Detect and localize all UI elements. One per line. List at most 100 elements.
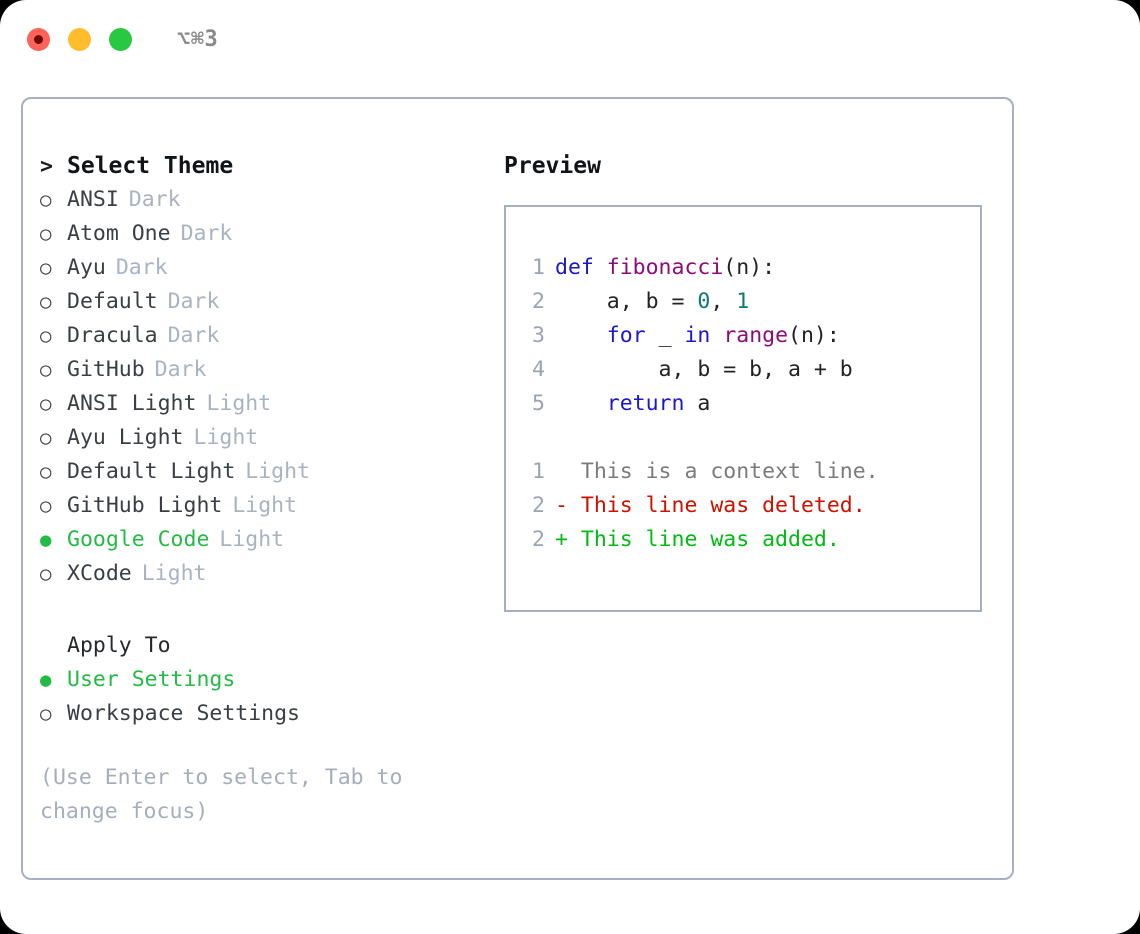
apply-to-heading-row: ○ Apply To	[40, 629, 503, 663]
line-number: 5	[532, 391, 545, 416]
theme-name: Default Light	[67, 459, 236, 484]
maximize-button-icon[interactable]	[109, 27, 132, 51]
window-title: ⌥⌘3	[177, 26, 219, 52]
spacer	[521, 421, 980, 455]
code-token: range	[723, 323, 789, 348]
code-line: 4 a, b = b, a + b	[521, 353, 980, 387]
theme-name: Dracula	[67, 323, 158, 348]
apply-to-list: ● User Settings ○ Workspace Settings	[40, 663, 503, 731]
theme-variant-tag: Dark	[167, 323, 220, 348]
radio-unselected-icon[interactable]: ○	[40, 359, 52, 381]
theme-list-item[interactable]: ○ Dracula Dark	[40, 319, 503, 353]
code-token: return	[606, 391, 685, 416]
diff-preview: 1 This is a context line.2- This line wa…	[521, 455, 980, 557]
theme-variant-tag: Light	[232, 493, 298, 518]
radio-unselected-icon[interactable]: ○	[40, 257, 52, 279]
apply-to-option[interactable]: ○ Workspace Settings	[40, 697, 503, 731]
theme-variant-tag: Light	[219, 527, 285, 552]
code-token: def	[555, 255, 607, 280]
code-token	[710, 323, 723, 348]
diff-line: 2- This line was deleted.	[521, 489, 980, 523]
radio-unselected-icon[interactable]: ○	[40, 495, 52, 517]
code-token: fibonacci	[606, 255, 724, 280]
blank-marker-icon: ○	[40, 629, 67, 663]
theme-list-item[interactable]: ○ Default Dark	[40, 285, 503, 319]
diff-sign	[555, 459, 581, 484]
radio-unselected-icon[interactable]: ○	[40, 223, 52, 245]
apply-to-label-text: User Settings	[67, 667, 236, 692]
line-number: 4	[532, 357, 545, 382]
diff-sign: +	[555, 527, 581, 552]
code-token: a	[684, 391, 711, 416]
page-title: Select Theme	[67, 153, 234, 179]
diff-line: 1 This is a context line.	[521, 455, 980, 489]
code-token: ,	[710, 289, 737, 314]
code-token: _	[645, 323, 685, 348]
keyboard-hint: (Use Enter to select, Tab to change focu…	[40, 765, 403, 824]
line-number: 3	[532, 323, 545, 348]
theme-list-item[interactable]: ○ GitHub Dark	[40, 353, 503, 387]
diff-sign: -	[555, 493, 581, 518]
theme-variant-tag: Light	[206, 391, 272, 416]
apply-to-label-text: Workspace Settings	[67, 701, 300, 726]
theme-list-item[interactable]: ● Google Code Light	[40, 523, 503, 557]
theme-name: Default	[67, 289, 158, 314]
apply-to-option[interactable]: ● User Settings	[40, 663, 503, 697]
spacer	[40, 591, 503, 629]
radio-unselected-icon[interactable]: ○	[40, 291, 52, 313]
diff-text: This line was added.	[580, 527, 840, 552]
code-token: 0	[697, 289, 711, 314]
apply-to-label: Apply To	[67, 633, 171, 658]
code-line: 2 a, b = 0, 1	[521, 285, 980, 319]
theme-name: ANSI	[67, 187, 119, 212]
line-number: 2	[532, 289, 545, 314]
theme-list-item[interactable]: ○ Default Light Light	[40, 455, 503, 489]
radio-unselected-icon[interactable]: ○	[40, 393, 52, 415]
theme-name: Google Code	[67, 527, 210, 552]
theme-variant-tag: Dark	[167, 289, 220, 314]
code-token: 1	[736, 289, 750, 314]
radio-unselected-icon[interactable]: ○	[40, 703, 52, 725]
theme-variant-tag: Dark	[115, 255, 168, 280]
radio-unselected-icon[interactable]: ○	[40, 461, 52, 483]
radio-unselected-icon[interactable]: ○	[40, 325, 52, 347]
radio-selected-icon[interactable]: ●	[40, 669, 52, 691]
code-token: for	[606, 323, 646, 348]
theme-variant-tag: Light	[245, 459, 311, 484]
traffic-light-group	[27, 27, 132, 51]
select-theme-heading-row: > Select Theme	[40, 149, 503, 183]
close-button-icon[interactable]	[27, 27, 50, 51]
radio-unselected-icon[interactable]: ○	[40, 427, 52, 449]
line-number: 2	[532, 527, 545, 552]
theme-name: Atom One	[67, 221, 171, 246]
radio-unselected-icon[interactable]: ○	[40, 189, 52, 211]
code-token: (n):	[788, 323, 840, 348]
diff-line: 2 + This line was added.	[521, 523, 980, 557]
theme-variant-tag: Dark	[154, 357, 207, 382]
radio-selected-icon[interactable]: ●	[40, 529, 52, 551]
minimize-button-icon[interactable]	[68, 27, 91, 51]
code-token	[555, 391, 607, 416]
line-number: 1	[532, 255, 545, 280]
line-number: 2	[532, 493, 545, 518]
theme-name: XCode	[67, 561, 132, 586]
diff-text: This line was deleted.	[580, 493, 866, 518]
radio-unselected-icon[interactable]: ○	[40, 563, 52, 585]
spacer	[40, 731, 503, 761]
theme-name: GitHub	[67, 357, 145, 382]
diff-text: This is a context line.	[580, 459, 879, 484]
code-token: (n):	[723, 255, 776, 280]
code-token	[555, 323, 607, 348]
